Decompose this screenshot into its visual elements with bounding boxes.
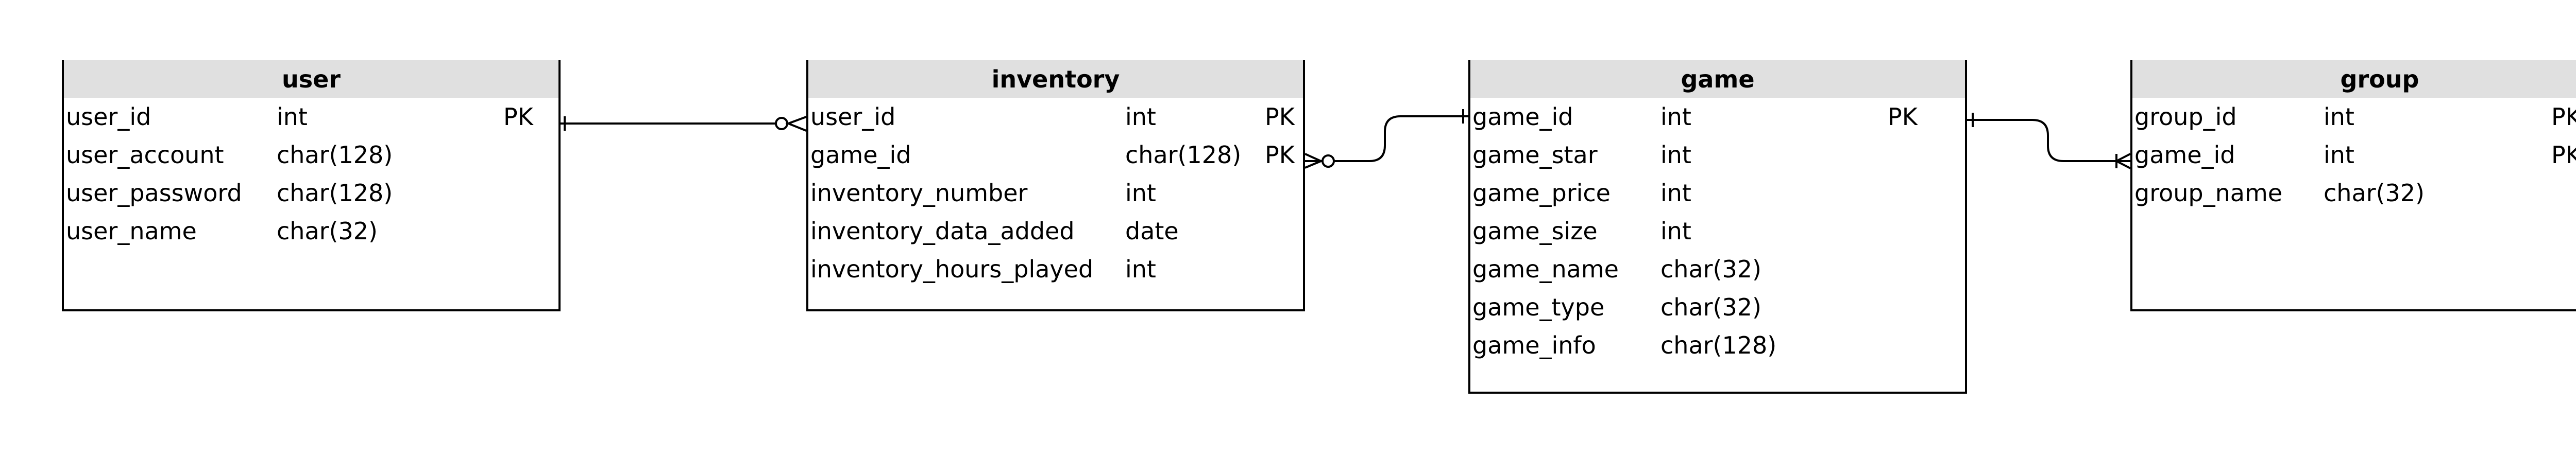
column-type: int <box>2324 141 2354 169</box>
table-row[interactable]: group_id int PK <box>2132 98 2576 136</box>
column-type: int <box>277 103 308 131</box>
column-name: inventory_number <box>810 179 1028 207</box>
table-row[interactable]: game_type char(32) <box>1470 288 1965 326</box>
crows-foot-marker <box>785 116 807 132</box>
column-name: user_id <box>810 103 896 131</box>
column-type: int <box>1125 103 1156 131</box>
table-row[interactable]: user_id int PK <box>808 98 1303 136</box>
column-name: user_name <box>66 217 197 245</box>
column-name: game_id <box>810 141 911 169</box>
column-name: game_size <box>1472 217 1598 245</box>
table-row[interactable]: group_name char(32) <box>2132 174 2576 212</box>
column-name: game_star <box>1472 141 1598 169</box>
column-type: char(128) <box>1660 331 1777 359</box>
column-key: PK <box>2551 103 2576 131</box>
column-name: user_account <box>66 141 224 169</box>
column-type: int <box>1660 103 1691 131</box>
entity-user[interactable]: user user_id int PK user_account char(12… <box>62 60 561 311</box>
column-type: char(128) <box>277 141 393 169</box>
column-type: char(128) <box>1125 141 1242 169</box>
table-row[interactable]: user_id int PK <box>64 98 558 136</box>
column-key: PK <box>2551 141 2576 169</box>
entity-group-title: group <box>2132 60 2576 98</box>
column-name: game_type <box>1472 293 1605 321</box>
column-name: user_password <box>66 179 242 207</box>
column-name: game_id <box>1472 103 1573 131</box>
table-row[interactable]: user_password char(128) <box>64 174 558 212</box>
column-name: game_id <box>2134 141 2235 169</box>
table-row[interactable]: game_size int <box>1470 212 1965 250</box>
column-name: inventory_hours_played <box>810 255 1094 283</box>
column-key: PK <box>1265 141 1295 169</box>
relationship-game-group[interactable] <box>1967 113 2131 169</box>
table-row[interactable]: game_info char(128) <box>1470 326 1965 364</box>
relationship-user-inventory[interactable] <box>561 116 807 132</box>
table-row[interactable]: game_id int PK <box>2132 136 2576 174</box>
column-name: game_info <box>1472 331 1596 359</box>
table-row[interactable]: game_name char(32) <box>1470 250 1965 288</box>
table-row[interactable]: inventory_data_added date <box>808 212 1303 250</box>
table-row[interactable]: user_name char(32) <box>64 212 558 250</box>
table-row[interactable]: user_account char(128) <box>64 136 558 174</box>
column-name: inventory_data_added <box>810 217 1075 245</box>
column-name: group_id <box>2134 103 2237 131</box>
column-type: char(32) <box>2324 179 2425 207</box>
column-name: group_name <box>2134 179 2283 207</box>
entity-group[interactable]: group group_id int PK game_id int PK gro… <box>2130 60 2576 311</box>
table-row[interactable]: game_id char(128) PK <box>808 136 1303 174</box>
column-name: game_name <box>1472 255 1619 283</box>
column-type: char(32) <box>277 217 378 245</box>
table-row[interactable]: game_star int <box>1470 136 1965 174</box>
column-key: PK <box>503 103 533 131</box>
table-row[interactable]: inventory_number int <box>808 174 1303 212</box>
column-type: int <box>1125 255 1156 283</box>
column-key: PK <box>1888 103 1918 131</box>
entity-game-title: game <box>1470 60 1965 98</box>
zero-marker <box>1321 154 1335 168</box>
column-type: int <box>1660 179 1691 207</box>
entity-user-title: user <box>64 60 558 98</box>
entity-inventory[interactable]: inventory user_id int PK game_id char(12… <box>806 60 1305 311</box>
column-name: game_price <box>1472 179 1611 207</box>
column-type: int <box>1660 217 1691 245</box>
column-type: char(128) <box>277 179 393 207</box>
table-row[interactable]: game_price int <box>1470 174 1965 212</box>
table-row[interactable]: inventory_hours_played int <box>808 250 1303 288</box>
column-type: char(32) <box>1660 293 1761 321</box>
relationship-inventory-game[interactable] <box>1304 109 1468 169</box>
entity-game[interactable]: game game_id int PK game_star int game_p… <box>1468 60 1967 394</box>
column-type: int <box>1660 141 1691 169</box>
column-type: date <box>1125 217 1179 245</box>
crows-foot-marker <box>2116 153 2131 169</box>
entity-inventory-title: inventory <box>808 60 1303 98</box>
column-name: user_id <box>66 103 151 131</box>
column-type: char(32) <box>1660 255 1761 283</box>
column-key: PK <box>1265 103 1295 131</box>
column-type: int <box>1125 179 1156 207</box>
table-row[interactable]: game_id int PK <box>1470 98 1965 136</box>
column-type: int <box>2324 103 2354 131</box>
crows-foot-marker <box>1304 153 1324 169</box>
